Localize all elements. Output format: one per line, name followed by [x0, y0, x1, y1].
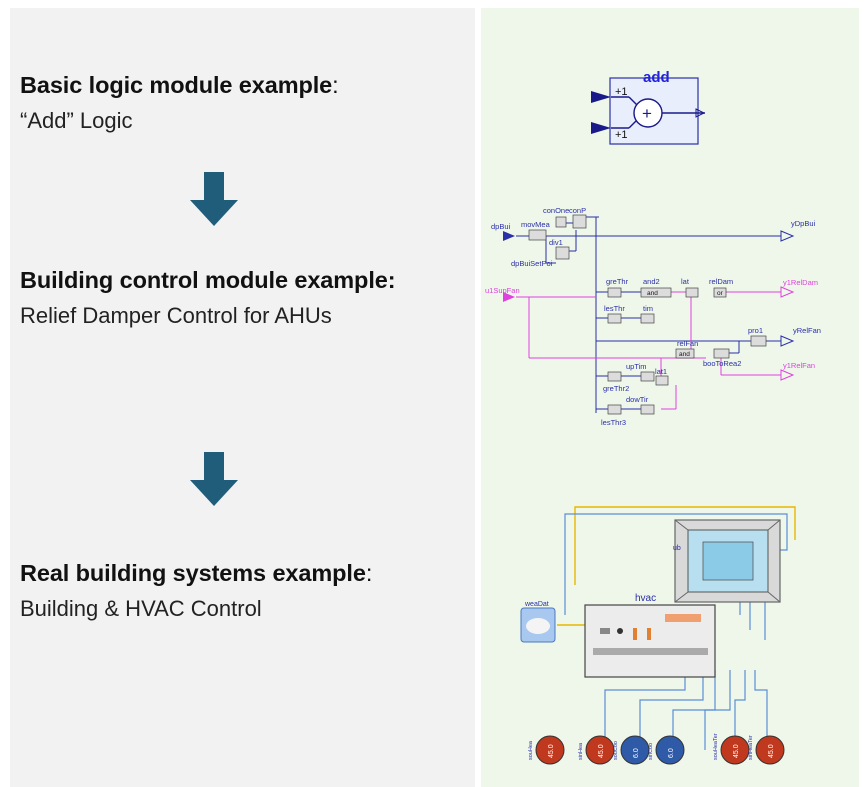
svg-text:ub: ub	[673, 545, 681, 552]
svg-text:dpBuiSetPoi: dpBuiSetPoi	[511, 259, 553, 268]
svg-text:yRelFan: yRelFan	[793, 326, 821, 335]
add-block-box	[609, 77, 699, 145]
section-basic-logic: Basic logic module example: “Add” Logic	[20, 72, 339, 134]
svg-text:or: or	[717, 290, 724, 297]
svg-text:dpBui: dpBui	[491, 222, 511, 231]
source-dial-sinCoo: 6.0 sinCoo	[648, 735, 685, 765]
svg-text:+: +	[642, 104, 652, 123]
relief-damper-diagram: dpBui yDpBui conOne conP movMea div1 dpB…	[485, 206, 821, 427]
dial-name: sinCoo	[648, 743, 654, 760]
heading-text: Basic logic module example	[20, 72, 333, 98]
svg-text:hvac: hvac	[635, 593, 656, 604]
svg-text:yDpBui: yDpBui	[791, 219, 816, 228]
dial-name: souCoo	[613, 741, 619, 760]
source-dial-souCoo: 6.0 souCoo	[613, 735, 650, 765]
dial-value: 45.0	[598, 744, 605, 758]
svg-text:booToRea2: booToRea2	[703, 359, 741, 368]
svg-text:conP: conP	[569, 206, 586, 215]
section-subtitle: Relief Damper Control for AHUs	[20, 303, 332, 328]
source-dial-souHeaTer: 45.0 souHeaTer	[713, 733, 750, 765]
down-arrow-icon	[190, 172, 238, 226]
down-arrow-icon	[190, 452, 238, 506]
input-arrow-icon	[591, 91, 611, 103]
svg-text:y1RelFan: y1RelFan	[783, 361, 815, 370]
svg-text:lesThr: lesThr	[604, 304, 625, 313]
svg-text:greThr2: greThr2	[603, 384, 629, 393]
dial-value: 6.0	[633, 748, 640, 758]
svg-text:and2: and2	[643, 277, 660, 286]
svg-text:relFan: relFan	[677, 339, 698, 348]
svg-text:greThr: greThr	[606, 277, 629, 286]
svg-text:movMea: movMea	[521, 220, 551, 229]
svg-text:pro1: pro1	[748, 326, 763, 335]
gain-label: +1	[615, 86, 628, 98]
zone-model: ub	[673, 519, 781, 603]
output-arrow-icon	[780, 335, 795, 347]
section-heading: Basic logic module example:	[20, 72, 339, 99]
left-panel	[10, 8, 475, 787]
dial-name: sinHeaTer	[748, 735, 754, 760]
svg-text:conOne: conOne	[543, 206, 569, 215]
hvac-system-diagram: ub weaDat hvac 45.0 souHea 45.0 sinHea 6.0 so…	[520, 506, 796, 765]
svg-text:and: and	[647, 290, 658, 297]
section-heading: Real building systems example:	[20, 560, 372, 587]
dial-value: 45.0	[768, 744, 775, 758]
svg-text:upTim: upTim	[626, 362, 647, 371]
weather-icon: weaDat	[520, 601, 556, 643]
dial-value: 45.0	[548, 744, 555, 758]
svg-text:u1SupFan: u1SupFan	[485, 286, 520, 295]
dial-name: souHea	[528, 740, 534, 760]
section-heading: Building control module example:	[20, 267, 396, 294]
dial-value: 6.0	[668, 748, 675, 758]
add-block-title: add	[643, 69, 670, 86]
svg-text:y1RelDam: y1RelDam	[783, 278, 818, 287]
output-arrow-icon	[780, 230, 795, 242]
svg-text:and: and	[679, 351, 690, 358]
svg-text:lat1: lat1	[655, 367, 667, 376]
svg-text:lat: lat	[681, 277, 690, 286]
gain-label: +1	[615, 129, 628, 141]
input-arrow-icon	[591, 122, 611, 134]
svg-text:weaDat: weaDat	[524, 601, 549, 608]
dial-name: sinHea	[578, 742, 584, 760]
add-block-diagram: add + +1 +1	[591, 69, 706, 145]
source-dial-sinHea: 45.0 sinHea	[578, 735, 615, 765]
output-arrow-icon	[780, 286, 795, 298]
heading-text: Building control module example:	[20, 267, 396, 293]
section-real-building: Real building systems example: Building …	[20, 560, 372, 622]
svg-text:relDam: relDam	[709, 277, 733, 286]
heading-colon: :	[332, 72, 339, 98]
input-arrow-icon	[503, 292, 515, 302]
dial-name: souHeaTer	[713, 733, 719, 760]
section-subtitle: Building & HVAC Control	[20, 596, 262, 621]
section-subtitle: “Add” Logic	[20, 108, 133, 133]
svg-text:div1: div1	[549, 238, 563, 247]
svg-text:tim: tim	[643, 304, 653, 313]
heading-text: Real building systems example	[20, 560, 366, 586]
source-dial-sinHeaTer: 45.0 sinHeaTer	[748, 735, 785, 765]
input-arrow-icon	[503, 231, 515, 241]
dial-value: 45.0	[733, 744, 740, 758]
section-building-control: Building control module example: Relief …	[20, 267, 396, 329]
heading-colon: :	[365, 560, 373, 586]
output-arrow-icon	[780, 369, 795, 381]
svg-text:lesThr3: lesThr3	[601, 418, 626, 427]
source-dial-souHea: 45.0 souHea	[528, 735, 565, 765]
hvac-block: hvac	[584, 593, 716, 678]
svg-text:dowTir: dowTir	[626, 395, 649, 404]
